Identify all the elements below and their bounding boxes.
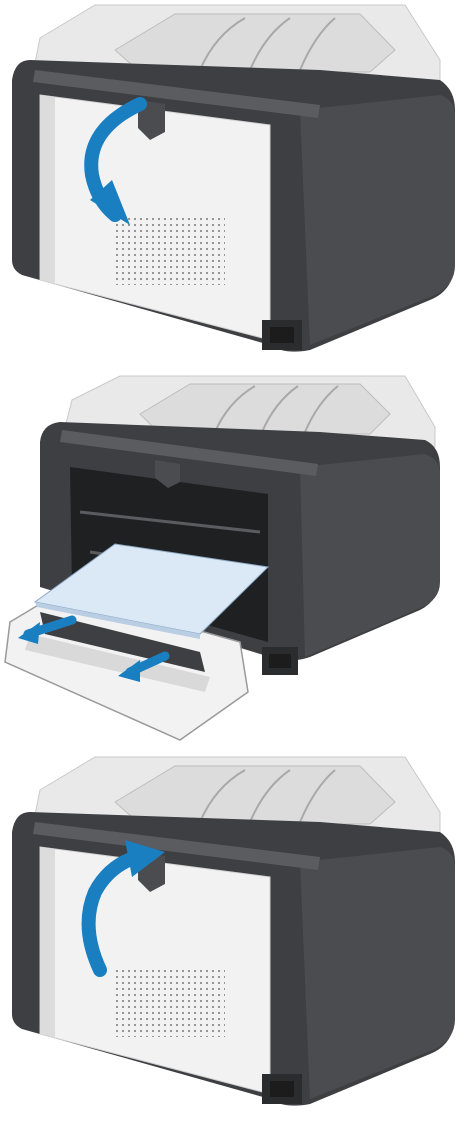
- door-vent-grille: [115, 967, 225, 1037]
- door-vent-grille: [115, 215, 225, 285]
- rear-door-edge: [40, 847, 55, 1037]
- step-3-close-rear-door: [0, 752, 470, 1121]
- printer-open-door-illustration: [0, 372, 470, 744]
- rear-port-inner: [270, 1081, 294, 1097]
- rear-port-inner: [269, 654, 291, 668]
- rear-port-inner: [270, 327, 294, 343]
- printer-side: [300, 95, 455, 345]
- step-2-remove-paper: [0, 372, 470, 744]
- printer-closed-door-illustration: [0, 0, 470, 365]
- printer-side: [300, 454, 440, 657]
- rear-door-edge: [40, 95, 55, 283]
- printer-close-door-illustration: [0, 752, 470, 1121]
- printer-side: [300, 847, 455, 1099]
- step-1-open-rear-door: [0, 0, 470, 365]
